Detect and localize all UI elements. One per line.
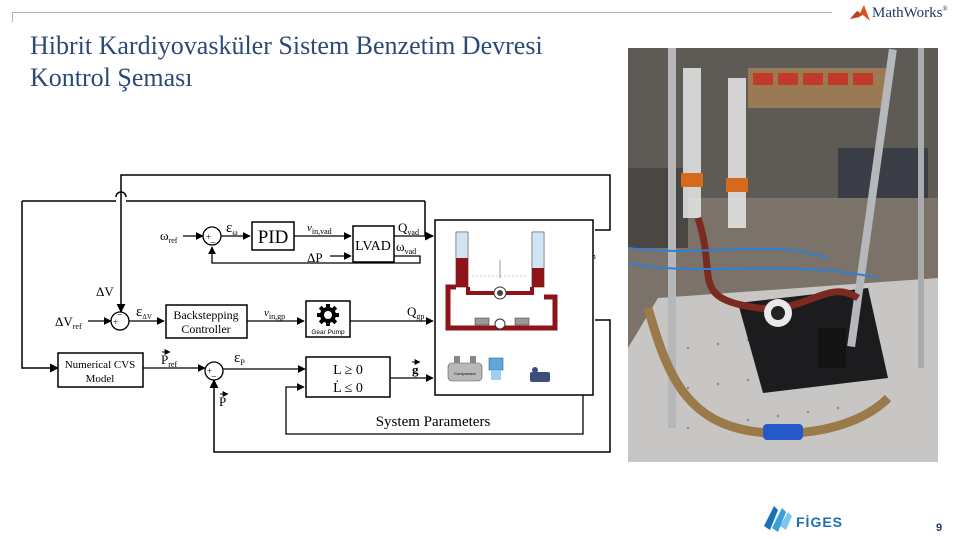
gear-pump-label: Gear Pump <box>311 329 345 336</box>
feedback-lines <box>21 174 611 453</box>
lvad-label: LVAD <box>355 239 391 254</box>
compressor-label: Compressor <box>454 371 476 376</box>
figes-mark-icon <box>764 506 792 532</box>
v-in-gp-label: vin,gp <box>264 307 285 321</box>
delta-v-ref-label: ΔVref <box>55 314 82 331</box>
g-vector-label: g <box>412 362 419 377</box>
eps-omega-label: εω <box>226 220 238 237</box>
omega-vad-label: ωvad <box>396 239 416 256</box>
constraint-block <box>305 356 391 398</box>
cvs-model-block <box>57 352 144 388</box>
v-in-vad-label: vin,vad <box>307 222 332 236</box>
sum-sign-minus-2: − <box>117 310 123 321</box>
eps-p-label: εP <box>234 350 245 367</box>
pressure-loop <box>143 361 584 435</box>
delta-v-label: ΔV <box>96 284 114 299</box>
mathworks-logo: MathWorks® <box>850 2 960 24</box>
cvs-model-label-2: Model <box>86 373 115 385</box>
sum-sign-minus-1: − <box>210 238 216 249</box>
figes-logo: FİGES <box>762 500 872 536</box>
header-rule <box>12 12 832 13</box>
backstepping-label-2: Controller <box>181 322 230 336</box>
mathworks-peak-icon <box>850 5 870 21</box>
backstepping-label-1: Backstepping <box>173 308 238 322</box>
pid-block <box>251 221 295 251</box>
cvs-model-label-1: Numerical CVS <box>65 359 136 371</box>
sum-sign-plus-1: + <box>206 232 211 242</box>
system-parameters-label: System Parameters <box>376 414 491 430</box>
pid-label: PID <box>258 227 289 248</box>
q-gp-label: Qgp <box>407 304 424 321</box>
delta-p-label: ΔP <box>307 250 323 265</box>
mathworks-logo-text: MathWorks <box>872 4 943 21</box>
p-ref-label: Pref <box>161 352 177 369</box>
sum-sign-plus-3: + <box>207 366 212 376</box>
backstepping-block <box>165 304 248 339</box>
figes-logo-text: FİGES <box>796 514 844 530</box>
header-rule-tick <box>12 12 13 22</box>
volume-loop <box>88 311 434 331</box>
slide-title: Hibrit Kardiyovasküler Sistem Benzetim D… <box>30 31 543 92</box>
q-vad-label: Qvad <box>398 220 419 237</box>
gear-icon <box>317 304 339 326</box>
p-feedback-label: P <box>219 394 226 409</box>
eps-dv-label: εΔV <box>136 304 152 321</box>
constraint-1: L ≥ 0 <box>333 363 363 378</box>
constraint-2: L̇ ≤ 0 <box>333 379 363 396</box>
omega-ref-label: ωref <box>160 228 178 245</box>
control-block-diagram: PID LVAD + − ωref εω vin,vad ΔP Qvad ωva… <box>21 174 611 453</box>
experimental-setup-photo <box>628 48 938 462</box>
physical-system-block: Compressor <box>434 219 594 396</box>
speed-loop <box>183 226 434 264</box>
sum-sign-minus-3: − <box>211 372 217 383</box>
lvad-block <box>352 225 395 263</box>
page-number: 9 <box>936 522 943 534</box>
sum-sign-plus-2: + <box>113 317 118 327</box>
